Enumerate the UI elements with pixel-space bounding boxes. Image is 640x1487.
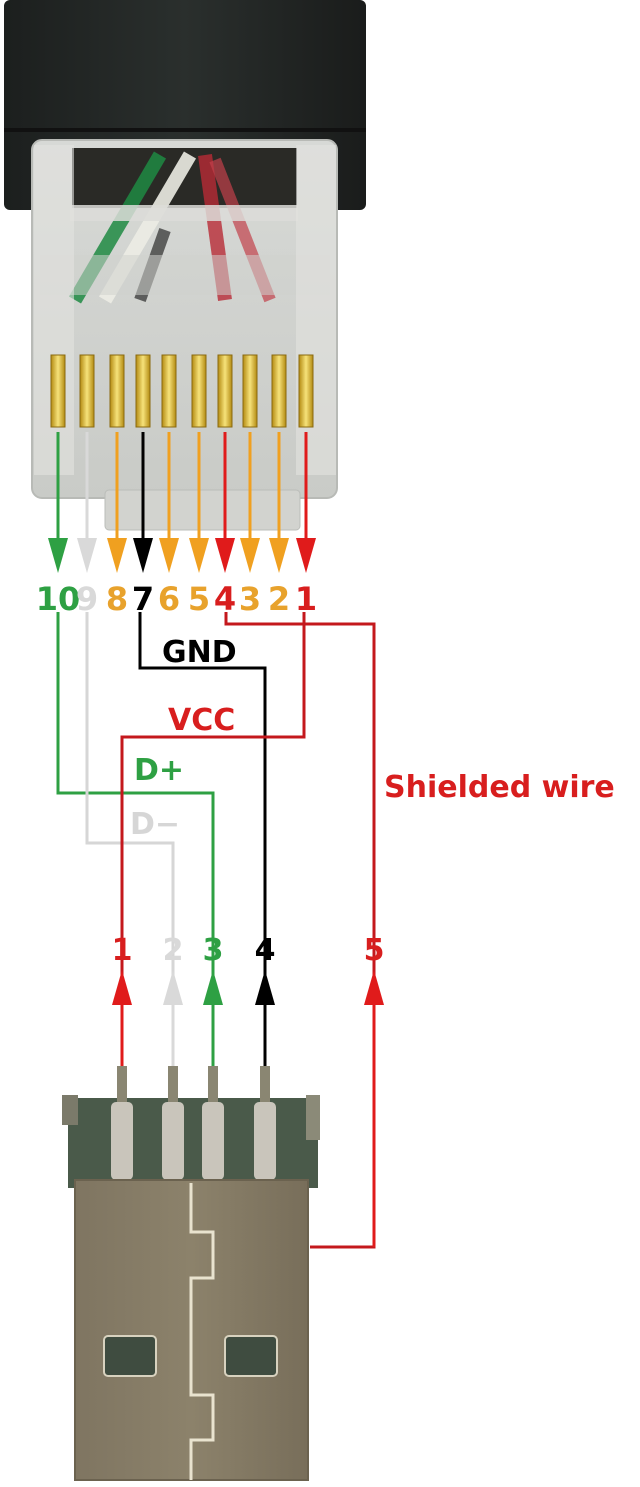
usb-shell-seam (189, 1183, 215, 1480)
wire-d-minus (85, 612, 175, 980)
rj-pin-arrows (48, 432, 316, 573)
usb-arrow-head (255, 970, 275, 1005)
usb-arrow-head (163, 970, 183, 1005)
rj-arrow-head (215, 538, 235, 573)
wire-d-plus (56, 612, 215, 980)
usb-window-left (103, 1335, 157, 1377)
label-d-minus: D− (130, 807, 180, 842)
rj-pin-number: 6 (158, 580, 180, 618)
rj-arrow-head (189, 538, 209, 573)
rj-arrow-head (159, 538, 179, 573)
rj-tab (104, 489, 301, 531)
usb-pins (111, 1066, 276, 1180)
usb-mount-tab-left (62, 1095, 78, 1125)
rj-pin-number: 9 (76, 580, 98, 618)
usb-arrow-head (112, 970, 132, 1005)
wire-routing (56, 612, 376, 1249)
wire-shield-top (224, 612, 376, 975)
usb-window-right (224, 1335, 278, 1377)
usb-connector (62, 1066, 320, 1481)
gold-contact (79, 354, 95, 428)
label-shielded-wire: Shielded wire (384, 770, 615, 805)
rj-arrow-head (107, 538, 127, 573)
rj-arrow-head (296, 538, 316, 573)
rj-arrow-head (269, 538, 289, 573)
rj-latch-bar (70, 205, 298, 221)
usb-pin-lead (208, 1066, 218, 1106)
usb-pin-arrows (112, 970, 384, 1247)
usb-pin-number: 4 (255, 933, 276, 968)
usb-pin-lead (117, 1066, 127, 1106)
usb-pin-sleeve (202, 1102, 224, 1180)
rj-pin-number: 10 (36, 580, 81, 618)
usb-pin-number: 3 (203, 933, 224, 968)
gold-contact (298, 354, 314, 428)
wire-vcc (120, 612, 306, 975)
rj-arrow-head (240, 538, 260, 573)
rj-pin-number: 5 (188, 580, 210, 618)
rj-latch-bar-2 (40, 255, 330, 295)
usb-pcb (68, 1098, 318, 1188)
rj-pin-number: 8 (106, 580, 128, 618)
gold-contact (109, 354, 125, 428)
rj-arrow-head (133, 538, 153, 573)
usb-pin-lead (168, 1066, 178, 1106)
gold-contact (135, 354, 151, 428)
gold-contact (271, 354, 287, 428)
gold-contact (161, 354, 177, 428)
usb-pin-sleeve (254, 1102, 276, 1180)
usb-pin-lead (260, 1066, 270, 1106)
gold-contact (242, 354, 258, 428)
usb-pin-sleeve (162, 1102, 184, 1180)
wire-gnd (138, 612, 267, 975)
usb-arrow-head (203, 970, 223, 1005)
rj-arrow-head (48, 538, 68, 573)
label-gnd: GND (162, 635, 237, 670)
rj-pin-number: 7 (132, 580, 154, 618)
usb-pin-number: 5 (364, 933, 385, 968)
rj-pin-number: 4 (214, 580, 236, 618)
label-vcc: VCC (168, 703, 235, 738)
rj-pin-number: 1 (295, 580, 317, 618)
rj-boot-edge (4, 128, 366, 132)
gold-contact (191, 354, 207, 428)
usb-mount-tab-right (306, 1095, 320, 1140)
rj-pin-number: 3 (239, 580, 261, 618)
usb-pin-number: 1 (112, 933, 133, 968)
usb-arrow-head (364, 970, 384, 1005)
gold-contact (50, 354, 66, 428)
usb-pin-sleeve (111, 1102, 133, 1180)
gold-contacts (50, 354, 314, 428)
label-d-plus: D+ (134, 753, 184, 788)
usb-pin-number: 2 (163, 933, 184, 968)
rj-arrow-head (77, 538, 97, 573)
gold-contact (217, 354, 233, 428)
rj-pin-number: 2 (268, 580, 290, 618)
